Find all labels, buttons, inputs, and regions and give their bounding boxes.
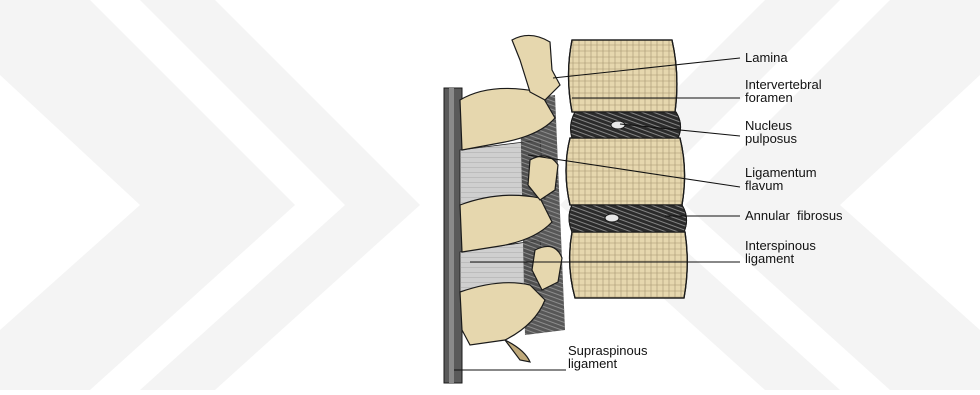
label-lamina-text: Lamina — [745, 51, 788, 64]
label-annular-text: Annular fibrosus — [745, 209, 843, 222]
label-intervertebral-foramen: Intervertebral foramen — [745, 78, 822, 104]
supraspinous-band — [444, 88, 462, 383]
label-nucleus-pulposus: Nucleus pulposus — [745, 119, 797, 145]
label-annular-fibrosus: Annular fibrosus — [745, 209, 843, 222]
label-supraspinous-ligament: Supraspinous ligament — [568, 344, 648, 370]
label-ligamentum-line2: flavum — [745, 179, 817, 192]
vertebral-bodies — [566, 40, 687, 298]
label-lamina: Lamina — [745, 51, 788, 64]
label-supraspinous-line2: ligament — [568, 357, 648, 370]
label-interspinous-ligament: Interspinous ligament — [745, 239, 816, 265]
label-nucleus-line2: pulposus — [745, 132, 797, 145]
label-ligamentum-flavum: Ligamentum flavum — [745, 166, 817, 192]
label-intervertebral-line2: foramen — [745, 91, 822, 104]
label-interspinous-line2: ligament — [745, 252, 816, 265]
